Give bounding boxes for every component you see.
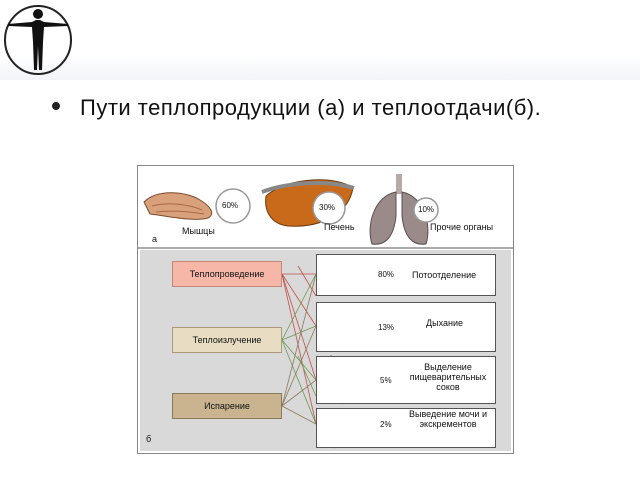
vitruvian-man-logo [4, 5, 72, 75]
bullet-dot [52, 102, 60, 110]
box-evaporation: Испарение [172, 393, 282, 419]
panel-a-marker: а [152, 234, 158, 244]
digestion-percent: 5% [380, 376, 392, 385]
lungs-percent-circle [413, 197, 439, 223]
digestion-label: Выделение пищеварительных соков [409, 362, 487, 392]
liver-percent: 30% [319, 203, 336, 212]
sweating-label: Потоотделение [412, 270, 477, 280]
muscle-percent: 60% [222, 201, 239, 210]
box-conduction: Теплопроведение [172, 261, 282, 287]
muscle-illustration [143, 192, 213, 220]
breathing-label: Дыхание [426, 318, 463, 328]
panel-b-marker: б [146, 434, 152, 444]
bullet-text: Пути теплопродукции (а) и теплоотдачи(б)… [80, 95, 542, 120]
box-excretion [316, 408, 496, 448]
pathway-lines [281, 265, 317, 425]
sweat-percent: 80% [378, 270, 395, 279]
breathing-percent: 13% [378, 323, 395, 332]
box-breathing [316, 302, 496, 352]
muscle-label: Мышцы [182, 226, 215, 236]
box-sweating [316, 254, 496, 296]
muscle-percent-circle [215, 188, 251, 224]
box-radiation: Теплоизлучение [172, 327, 282, 353]
other-organs-label: Прочие органы [430, 222, 494, 232]
box-digestion [316, 356, 496, 404]
excretion-label: Выведение мочи и экскрементов [409, 409, 487, 429]
liver-percent-circle [312, 191, 346, 225]
liver-label: Печень [324, 222, 355, 232]
excretion-percent: 2% [380, 420, 392, 429]
lungs-percent: 10% [418, 205, 435, 214]
header-band [0, 0, 640, 80]
thermoregulation-figure: Мышцы 60% а Печень 30% 10% Прочие органы… [137, 165, 514, 454]
